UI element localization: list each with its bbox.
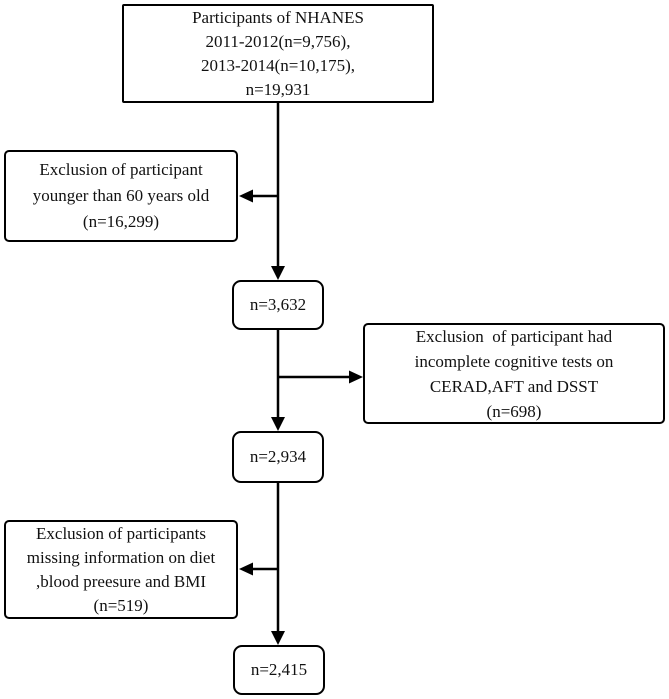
exclusion-age-line: (n=16,299)	[82, 212, 160, 231]
count-node-3632: n=3,632	[232, 280, 324, 330]
start-box-line: Participants of NHANES	[192, 7, 364, 27]
exclusion-missing-box: Exclusion of participants missing inform…	[4, 520, 238, 619]
start-box-line: 2011-2012(n=9,756),	[205, 31, 351, 51]
exclusion-missing-line: (n=519)	[93, 595, 149, 615]
exclusion-cognitive-box: Exclusion of participant had incomplete …	[363, 323, 665, 424]
exclusion-age-line: younger than 60 years old	[32, 186, 210, 205]
arrowhead-left-icon	[239, 562, 253, 576]
exclusion-missing-line: missing information on diet	[26, 547, 216, 567]
count-node-2934: n=2,934	[232, 431, 324, 483]
arrowhead-down-icon	[271, 266, 285, 280]
arrowhead-down-icon	[271, 631, 285, 645]
exclusion-age-box: Exclusion of participant younger than 60…	[4, 150, 238, 242]
exclusion-cognitive-line: incomplete cognitive tests on	[414, 351, 614, 371]
start-box-line: n=19,931	[245, 79, 311, 99]
arrowhead-down-icon	[271, 417, 285, 431]
arrowhead-right-icon	[349, 370, 363, 384]
exclusion-cognitive-line: Exclusion of participant had	[415, 326, 613, 346]
count-node-2415: n=2,415	[233, 645, 325, 695]
start-box-line: 2013-2014(n=10,175),	[200, 55, 356, 75]
count-node-label: n=2,415	[250, 660, 308, 679]
exclusion-cognitive-line: CERAD,AFT and DSST	[429, 376, 599, 396]
count-node-label: n=3,632	[249, 295, 307, 314]
exclusion-missing-line: Exclusion of participants	[36, 523, 206, 543]
exclusion-age-line: Exclusion of participant	[39, 160, 203, 179]
arrowhead-left-icon	[239, 189, 253, 203]
exclusion-missing-line: ,blood preesure and BMI	[36, 571, 206, 591]
start-box: Participants of NHANES 2011-2012(n=9,756…	[122, 4, 434, 103]
count-node-label: n=2,934	[249, 447, 307, 466]
exclusion-cognitive-line: (n=698)	[486, 401, 542, 421]
